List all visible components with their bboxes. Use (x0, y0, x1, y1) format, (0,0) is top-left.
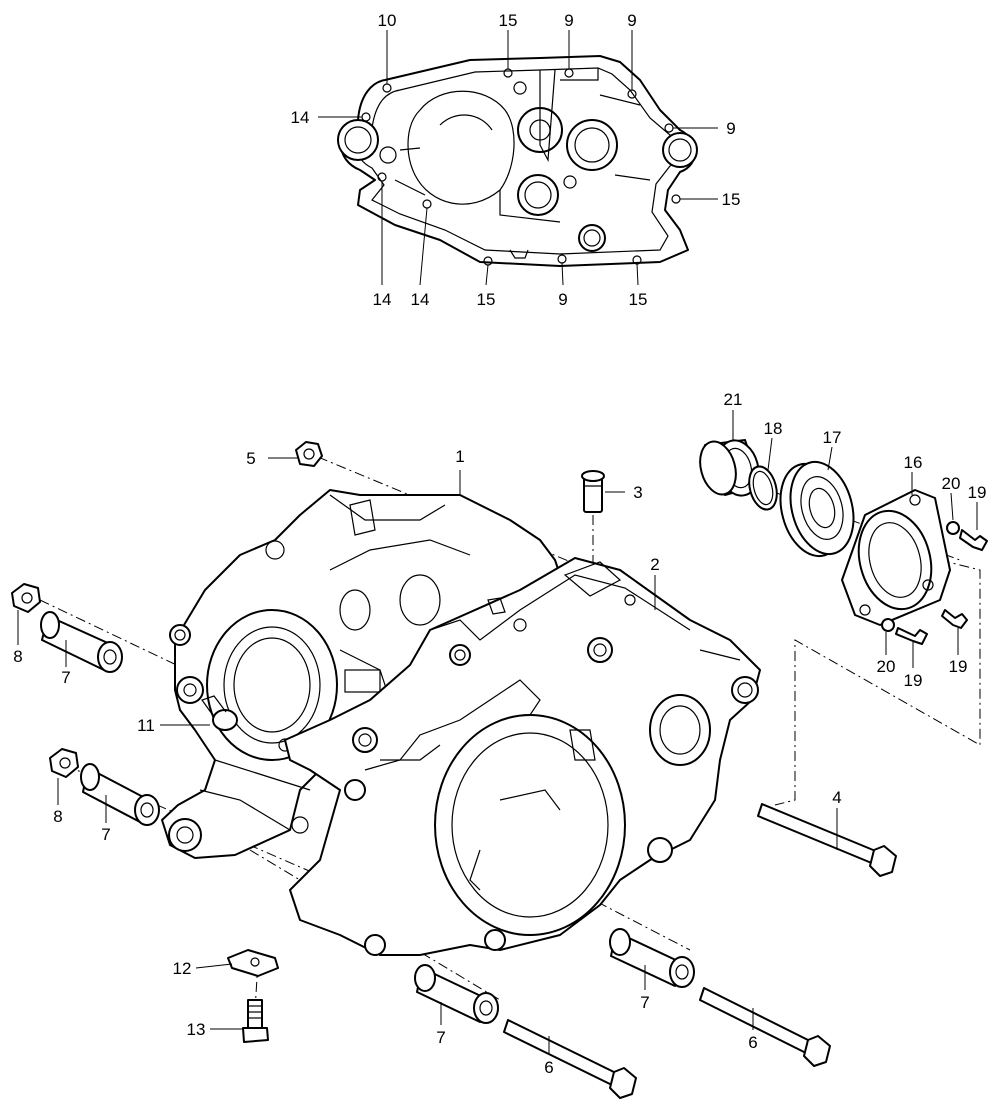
long-bolt (757, 803, 897, 877)
bearing-sleeve (699, 439, 761, 497)
callout-label: 19 (968, 483, 987, 502)
callout-label: 10 (378, 11, 397, 30)
stud-bolt (242, 999, 269, 1043)
callout-label: 14 (373, 290, 392, 309)
callout-label: 15 (499, 11, 518, 30)
callout-label: 8 (13, 647, 22, 666)
callout-label: 18 (764, 419, 783, 438)
dowel-pin (581, 470, 605, 513)
callout-label: 4 (832, 788, 841, 807)
ball-bearing (779, 460, 855, 558)
crankcase-right-half (284, 557, 761, 956)
callout-label: 15 (722, 190, 741, 209)
top-leader-lines (318, 30, 718, 286)
callout-label: 17 (823, 428, 842, 447)
callout-label: 11 (137, 716, 155, 735)
callout-label: 20 (942, 474, 961, 493)
bracket-plate (227, 949, 279, 977)
callout-label: 15 (629, 290, 648, 309)
callout-label: 7 (61, 668, 70, 687)
callout-label: 19 (949, 657, 968, 676)
flange-nut (295, 441, 323, 467)
holder-screws (881, 521, 988, 645)
callout-label: 21 (724, 390, 743, 409)
callout-label: 19 (904, 671, 923, 690)
callout-label: 15 (477, 290, 496, 309)
callout-label: 12 (173, 959, 192, 978)
callout-label: 8 (53, 807, 62, 826)
bearing-holder (841, 489, 951, 626)
circlip (748, 465, 778, 511)
callout-label: 3 (633, 483, 642, 502)
callout-label: 2 (650, 555, 659, 574)
callout-label: 9 (558, 290, 567, 309)
crankcase-inner-view (337, 55, 698, 267)
callout-label: 16 (904, 453, 923, 472)
callout-label: 20 (877, 657, 896, 676)
callout-label: 9 (627, 11, 636, 30)
callout-label: 1 (455, 447, 464, 466)
callout-labels: 10 15 9 9 14 9 15 14 14 15 9 15 21 18 17… (13, 11, 986, 1077)
callout-label: 9 (726, 119, 735, 138)
callout-label: 5 (246, 449, 255, 468)
callout-label: 14 (291, 108, 310, 127)
crankcase-left-half (161, 489, 561, 859)
callout-label: 6 (544, 1058, 553, 1077)
callout-label: 9 (564, 11, 573, 30)
callout-label: 7 (101, 825, 110, 844)
callout-label: 6 (748, 1033, 757, 1052)
callout-label: 14 (411, 290, 430, 309)
callout-label: 13 (187, 1020, 206, 1039)
left-mount-hardware (11, 583, 160, 826)
callout-label: 7 (436, 1028, 445, 1047)
callout-label: 7 (640, 993, 649, 1012)
bottom-leader-lines (17, 410, 978, 1055)
lower-mount-hardware (414, 928, 831, 1099)
